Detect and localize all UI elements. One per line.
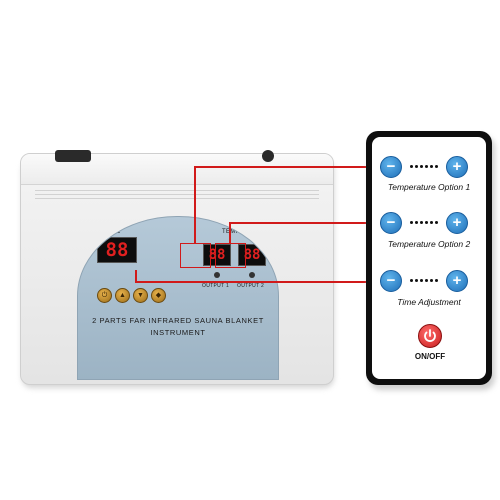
leader-line-temp-1 <box>194 166 380 168</box>
range-dots <box>410 219 438 225</box>
temp-2-highlight-box <box>215 243 246 268</box>
leader-line-temp-2 <box>229 222 231 244</box>
leader-line-time <box>135 270 137 282</box>
panel-up-button[interactable]: ▲ <box>115 288 130 303</box>
leader-line-time <box>135 281 380 283</box>
panel-power-button[interactable]: ⏻ <box>97 288 112 303</box>
temp-label: TEMP. <box>222 229 242 235</box>
time-plus-button[interactable]: + <box>446 270 468 292</box>
power-button[interactable] <box>418 324 442 348</box>
output-1-label: OUTPUT 1 <box>202 283 230 289</box>
power-icon <box>424 329 436 342</box>
on-off-label: ON/OFF <box>414 352 446 361</box>
control-panel: TIME 88 TEMP. 88 88 OUTPUT 1 OUTPUT 2 ⏻ … <box>77 216 279 380</box>
temperature-option-2-label: Temperature Option 2 <box>387 239 471 249</box>
time-display: 88 <box>97 237 137 263</box>
vent-line <box>35 190 319 191</box>
temp-1-minus-button[interactable]: − <box>380 156 402 178</box>
output-1-indicator <box>214 272 220 278</box>
output-2-label: OUTPUT 2 <box>237 283 265 289</box>
time-label: TIME <box>105 229 121 235</box>
brand-text-line-2: INSTRUMENT <box>150 328 206 337</box>
temperature-option-1-label: Temperature Option 1 <box>387 182 471 192</box>
leader-line-temp-2 <box>229 222 380 224</box>
time-minus-button[interactable]: − <box>380 270 402 292</box>
range-dots <box>410 163 438 169</box>
range-dots <box>410 277 438 283</box>
device-top-knob <box>262 150 274 162</box>
temp-1-plus-button[interactable]: + <box>446 156 468 178</box>
leader-line-temp-1 <box>194 166 196 244</box>
temp-2-plus-button[interactable]: + <box>446 212 468 234</box>
temp-1-highlight-box <box>180 243 211 268</box>
vent-line <box>35 194 319 195</box>
panel-down-button[interactable]: ▼ <box>133 288 148 303</box>
panel-mode-button[interactable]: ◆ <box>151 288 166 303</box>
time-adjustment-label: Time Adjustment <box>397 297 461 307</box>
vent-line <box>35 198 319 199</box>
device-top-handle <box>55 150 91 162</box>
brand-text-line-1: 2 PARTS FAR INFRARED SAUNA BLANKET <box>92 316 264 325</box>
sauna-control-box: TIME 88 TEMP. 88 88 OUTPUT 1 OUTPUT 2 ⏻ … <box>20 153 334 385</box>
output-2-indicator <box>249 272 255 278</box>
temp-2-minus-button[interactable]: − <box>380 212 402 234</box>
